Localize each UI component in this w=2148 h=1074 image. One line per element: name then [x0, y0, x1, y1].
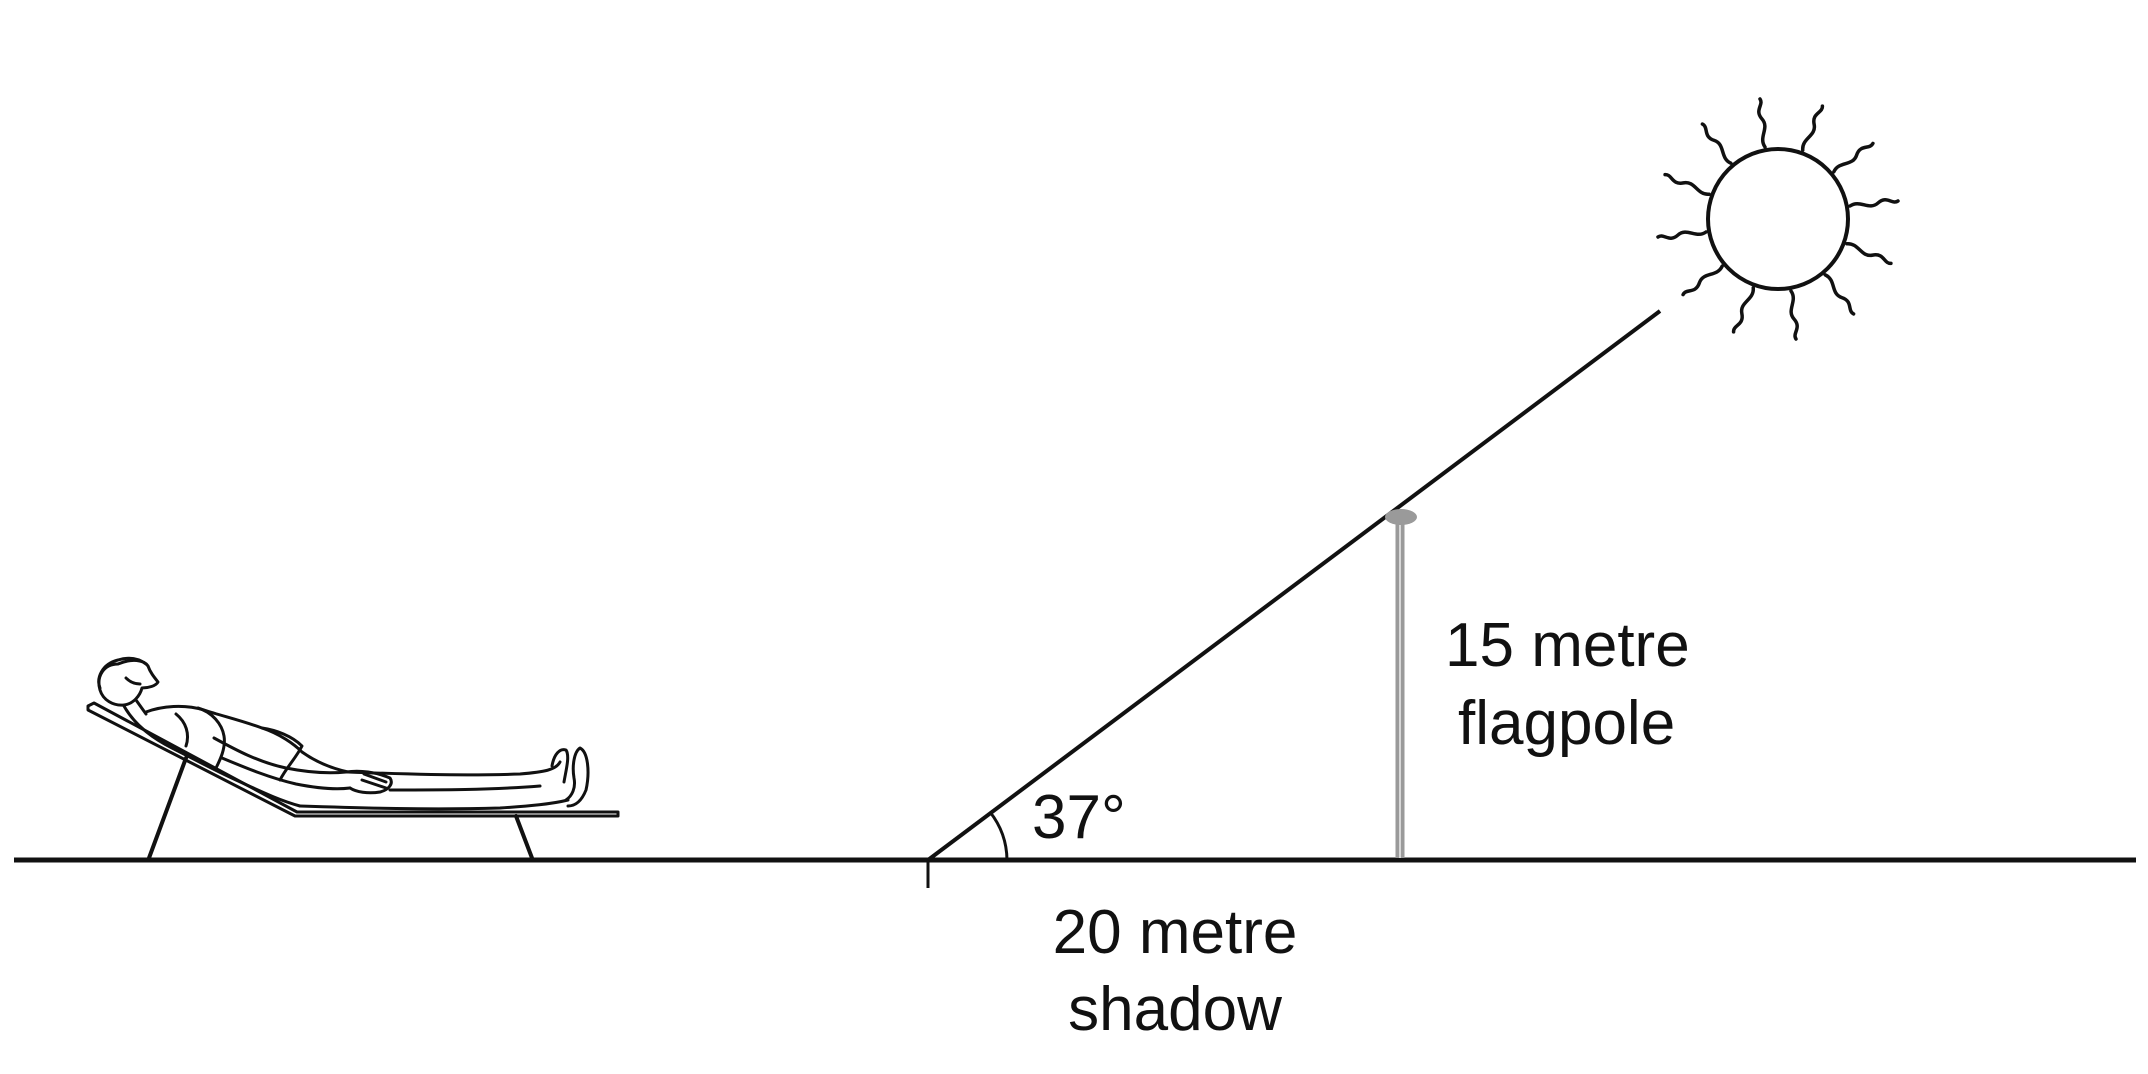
angle-arc [988, 811, 1009, 861]
flagpole [1385, 509, 1417, 858]
person-on-lounger-icon [86, 656, 620, 860]
shadow-label: shadow [1068, 975, 1282, 1044]
angle-label: 37° [1032, 783, 1126, 852]
sun-lounger [86, 701, 620, 860]
flagpole-height-label: 15 metre [1445, 611, 1690, 680]
sun-ray-line [926, 309, 1662, 862]
flagpole-label: flagpole [1458, 689, 1676, 758]
sunbather [97, 656, 590, 811]
shadow-length-label: 20 metre [1052, 898, 1298, 967]
sun-icon [1656, 97, 1900, 341]
